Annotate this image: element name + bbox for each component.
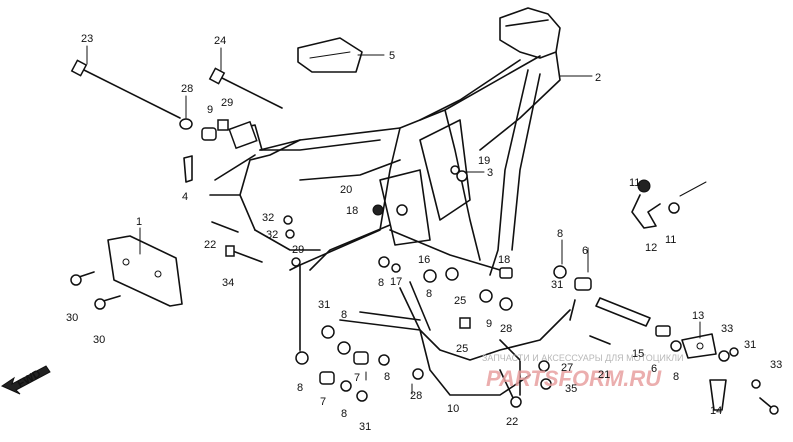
callout-18: 18 bbox=[346, 205, 358, 217]
callout-33: 33 bbox=[770, 359, 782, 371]
part-12-hose bbox=[631, 179, 707, 229]
callout-11: 11 bbox=[665, 234, 676, 246]
callout-8: 8 bbox=[297, 382, 303, 394]
callout-8: 8 bbox=[341, 309, 347, 321]
callout-29: 29 bbox=[292, 244, 304, 256]
callout-35: 35 bbox=[565, 383, 577, 395]
callout-9: 9 bbox=[486, 318, 492, 330]
callout-17: 17 bbox=[390, 276, 402, 288]
callout-33: 33 bbox=[721, 323, 733, 335]
callout-8: 8 bbox=[384, 371, 390, 383]
callout-12: 12 bbox=[645, 242, 657, 254]
callout-22: 22 bbox=[204, 239, 216, 251]
callout-31: 31 bbox=[744, 339, 756, 351]
callout-3: 3 bbox=[487, 167, 493, 179]
callout-31: 31 bbox=[551, 279, 563, 291]
callout-30: 30 bbox=[66, 312, 78, 324]
callout-13: 13 bbox=[692, 310, 704, 322]
callout-8: 8 bbox=[378, 277, 384, 289]
leader-lines bbox=[86, 45, 701, 395]
part-1-plate bbox=[107, 235, 183, 307]
callout-5: 5 bbox=[389, 50, 395, 62]
callout-10: 10 bbox=[447, 403, 459, 415]
callout-29: 29 bbox=[221, 97, 233, 109]
callout-32: 32 bbox=[266, 229, 278, 241]
callout-28: 28 bbox=[410, 390, 422, 402]
callout-15: 15 bbox=[632, 348, 644, 360]
callout-23: 23 bbox=[81, 33, 93, 45]
callout-27: 27 bbox=[561, 362, 573, 374]
part-23-long-bolt bbox=[70, 59, 181, 119]
callout-31: 31 bbox=[359, 421, 371, 433]
part-24-bolt bbox=[208, 67, 283, 109]
part-13-bracket bbox=[681, 333, 779, 415]
callout-31: 31 bbox=[318, 299, 330, 311]
part-5-bracket bbox=[297, 37, 363, 73]
callout-4: 4 bbox=[182, 191, 188, 203]
callout-32: 32 bbox=[262, 212, 274, 224]
watermark-tagline: ЗАПЧАСТИ И АКСЕССУАРЫ ДЛЯ МОТОЦИКЛИ bbox=[482, 353, 684, 363]
callout-21: 21 bbox=[598, 369, 610, 381]
main-frame bbox=[209, 7, 561, 351]
callout-6: 6 bbox=[651, 363, 657, 375]
callout-25: 25 bbox=[456, 343, 468, 355]
callout-labels: 23 24 5 28 9 29 2 4 19 3 20 18 32 32 22 … bbox=[66, 33, 782, 433]
callout-1: 1 bbox=[136, 216, 142, 228]
callout-9: 9 bbox=[207, 104, 213, 116]
callout-7: 7 bbox=[354, 372, 360, 384]
callout-16: 16 bbox=[418, 254, 430, 266]
callout-34: 34 bbox=[222, 277, 234, 289]
callout-8: 8 bbox=[557, 228, 563, 240]
part-30-bolts bbox=[70, 271, 121, 310]
callout-14: 14 bbox=[710, 405, 722, 417]
watermark-brand: PARTSFORM.RU bbox=[486, 366, 662, 391]
callout-24: 24 bbox=[214, 35, 226, 47]
lower-frame-rails bbox=[339, 281, 576, 396]
callout-8: 8 bbox=[426, 288, 432, 300]
callout-28: 28 bbox=[500, 323, 512, 335]
callout-19: 19 bbox=[478, 155, 490, 167]
callout-18: 18 bbox=[498, 254, 510, 266]
fwd-arrow: FWD bbox=[0, 365, 51, 395]
callout-11: 11 bbox=[629, 177, 640, 189]
callout-30: 30 bbox=[93, 334, 105, 346]
watermark: ЗАПЧАСТИ И АКСЕССУАРЫ ДЛЯ МОТОЦИКЛИ PART… bbox=[482, 353, 684, 391]
part-15-shaft bbox=[574, 277, 651, 327]
callout-20: 20 bbox=[340, 184, 352, 196]
callout-2: 2 bbox=[595, 72, 601, 84]
fwd-label: FWD bbox=[16, 368, 44, 391]
callout-8: 8 bbox=[673, 371, 679, 383]
callout-6: 6 bbox=[582, 245, 588, 257]
callout-8: 8 bbox=[341, 408, 347, 420]
callout-7: 7 bbox=[320, 396, 326, 408]
callout-22: 22 bbox=[506, 416, 518, 428]
bushings bbox=[295, 256, 739, 408]
callout-25: 25 bbox=[454, 295, 466, 307]
callout-28: 28 bbox=[181, 83, 193, 95]
small-hardware bbox=[179, 118, 468, 267]
